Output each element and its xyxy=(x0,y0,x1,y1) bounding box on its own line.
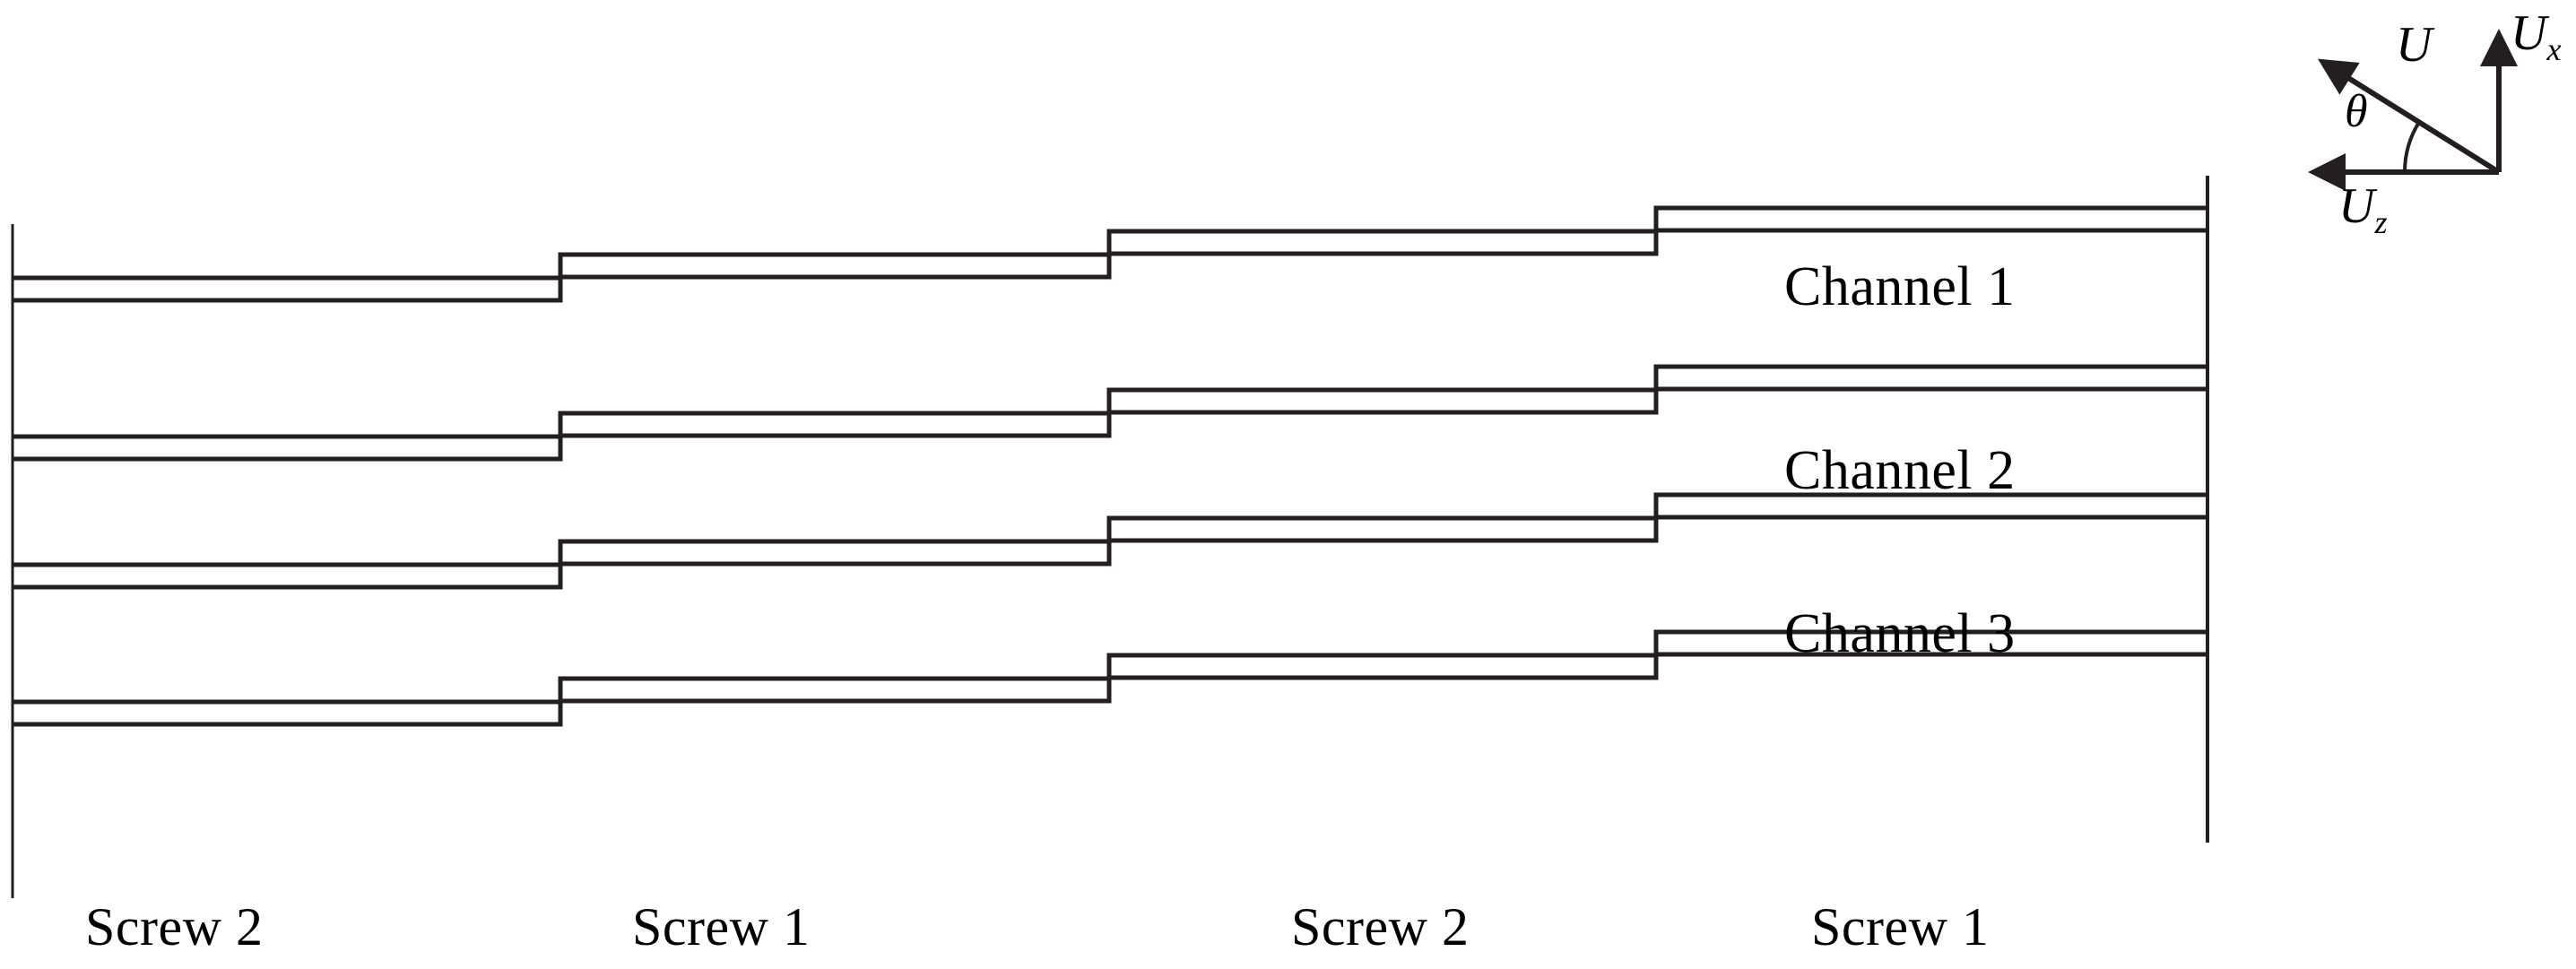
boundary-lines xyxy=(11,176,2209,898)
screw-label-2: Screw 1 xyxy=(632,897,811,956)
angle-theta-arc xyxy=(2403,121,2421,173)
vector-ux-subscript: x xyxy=(2546,31,2562,68)
screw-label-1: Screw 2 xyxy=(85,897,264,956)
screw-label-4: Screw 1 xyxy=(1811,897,1990,956)
vector-label-ux: Ux xyxy=(2511,4,2561,68)
channel-wall-lines xyxy=(13,205,2207,727)
screw-label-3: Screw 2 xyxy=(1291,897,1470,956)
channel-label-2: Channel 2 xyxy=(1784,440,2016,501)
channel-wall-row-4-line-2 xyxy=(13,652,2207,727)
channel-wall-row-3-line-1 xyxy=(13,492,2207,567)
vector-uz-symbol: U xyxy=(2338,178,2375,234)
channel-wall-row-1-line-2 xyxy=(13,228,2207,303)
channel-label-3: Channel 3 xyxy=(1784,603,2016,664)
channel-wall-row-2-line-1 xyxy=(13,364,2207,439)
channel-wall-row-4-line-1 xyxy=(13,629,2207,705)
vector-arrow-u xyxy=(2317,58,2501,175)
velocity-vector-diagram xyxy=(2308,29,2518,191)
angle-theta-label: θ xyxy=(2345,86,2368,137)
channel-wall-row-3-line-2 xyxy=(13,515,2207,590)
vector-uz-subscript: z xyxy=(2374,204,2388,241)
channel-wall-row-1-line-1 xyxy=(13,205,2207,281)
channel-label-1: Channel 1 xyxy=(1784,256,2016,317)
vector-ux-symbol: U xyxy=(2511,5,2547,61)
vector-u-symbol: U xyxy=(2396,17,2433,73)
channel-wall-row-2-line-2 xyxy=(13,386,2207,462)
vector-label-u: U xyxy=(2396,16,2432,74)
vector-label-uz: Uz xyxy=(2338,177,2387,241)
